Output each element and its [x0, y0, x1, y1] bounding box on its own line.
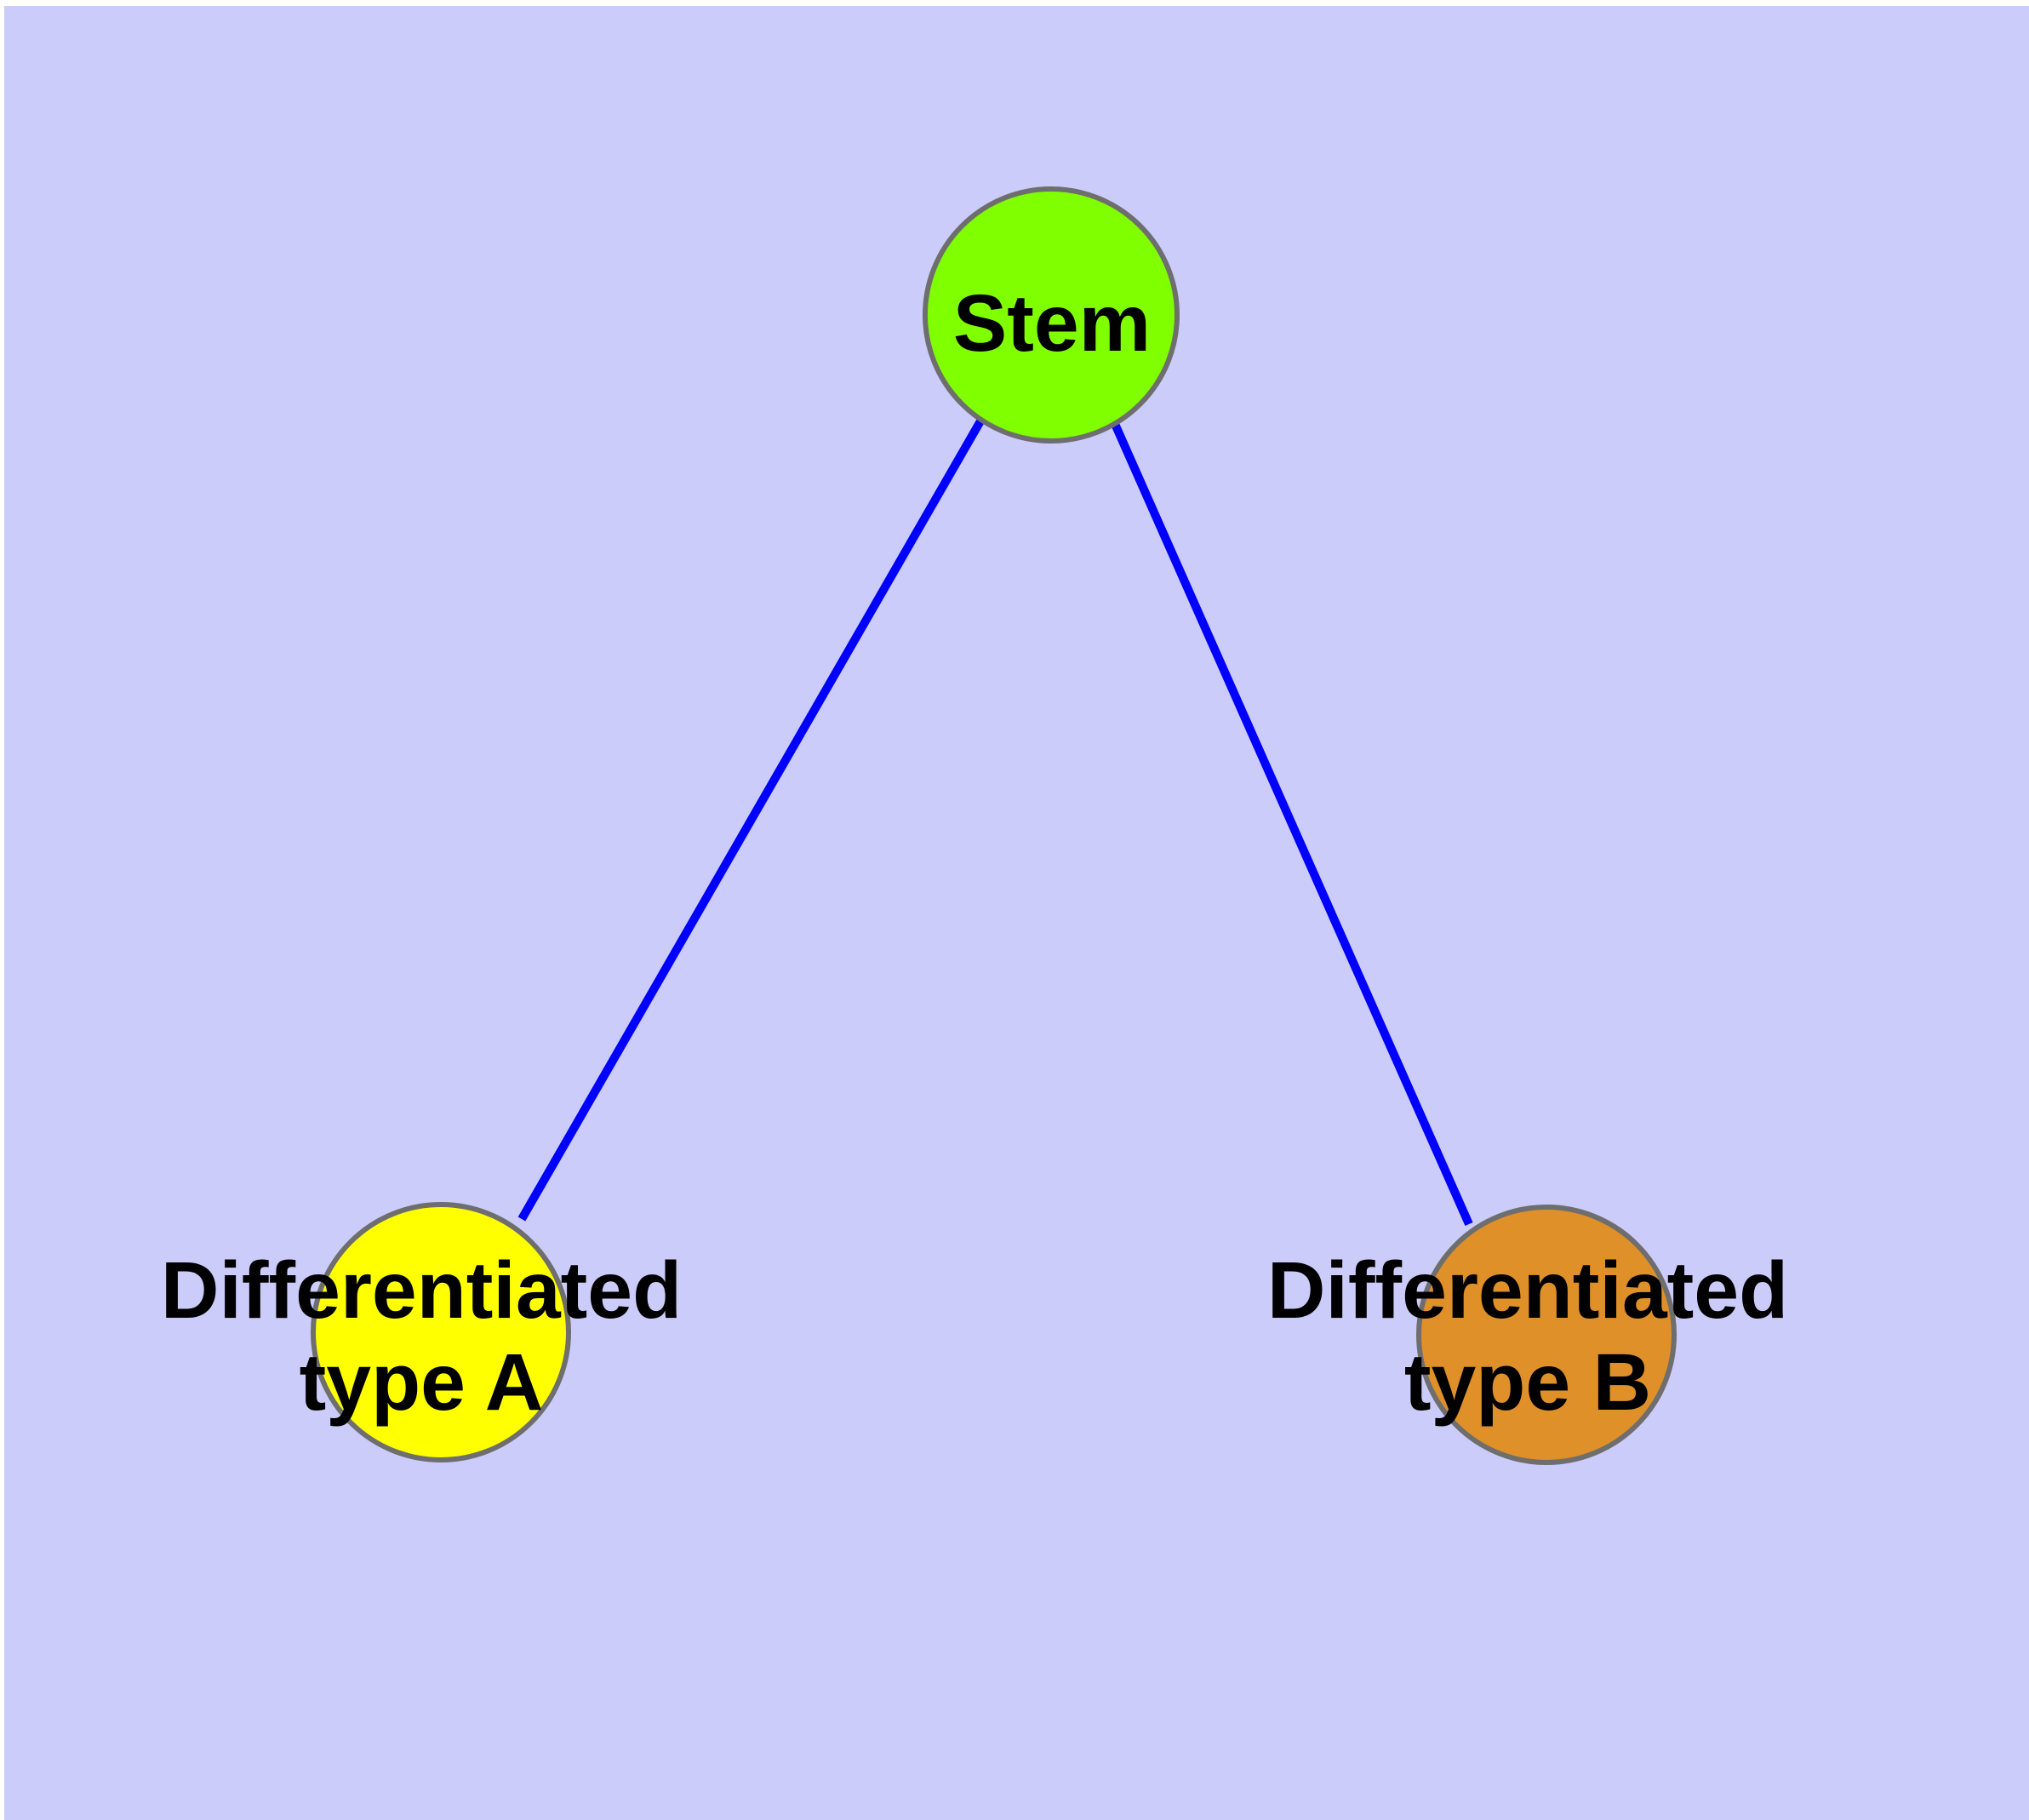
nodes-layer — [311, 186, 1677, 1465]
node-label-differentiated-type-a-line2: type A — [300, 1337, 544, 1428]
labels-layer: Stem Differentiated type A Differentiate… — [161, 278, 1788, 1428]
node-label-stem: Stem — [953, 278, 1151, 369]
node-differentiated-type-a[interactable] — [311, 1202, 571, 1462]
edge-stem-to-differentiated-type-a[interactable] — [517, 417, 986, 1222]
node-label-differentiated-type-a-line1: Differentiated — [161, 1245, 682, 1336]
edges-layer — [517, 417, 1473, 1227]
edge-stem-to-differentiated-type-b[interactable] — [1111, 421, 1473, 1227]
node-label-differentiated-type-b-line1: Differentiated — [1267, 1245, 1788, 1336]
node-label-differentiated-type-b-line2: type B — [1404, 1337, 1651, 1428]
node-differentiated-type-b[interactable] — [1416, 1205, 1677, 1465]
node-stem[interactable] — [923, 186, 1180, 444]
